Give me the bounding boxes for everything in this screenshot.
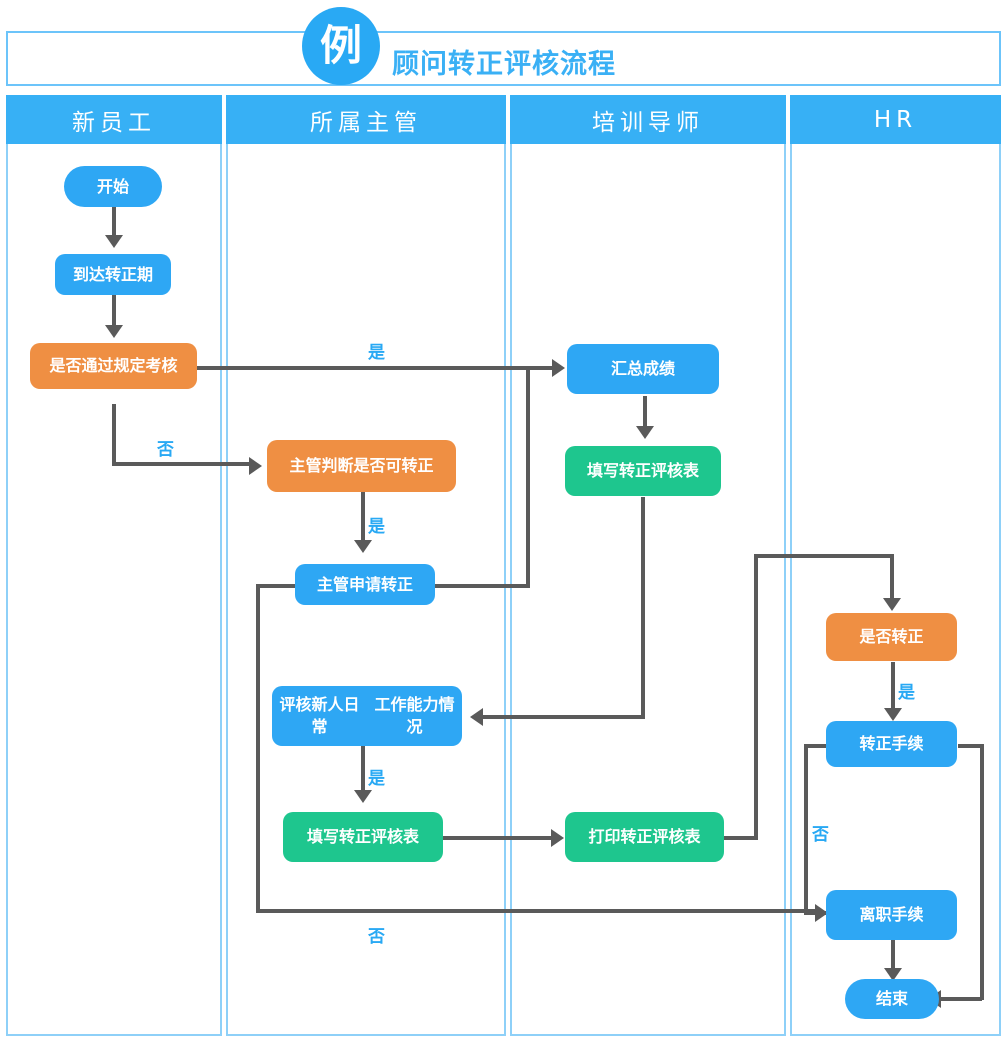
connector-proc-to-end-v	[980, 744, 984, 1000]
node-supervisor-apply[interactable]: 主管申请转正	[295, 564, 435, 605]
arrowhead-arrive-to-exam	[105, 325, 123, 338]
connector-loop-no-v	[256, 584, 260, 912]
arrowhead-hrdecide-to-proc	[884, 708, 902, 721]
arrowhead-sum-to-tutorfill	[636, 426, 654, 439]
swimlane-supervisor: 所属主管	[226, 95, 506, 1036]
arrowhead-exam-to-sum	[552, 359, 565, 377]
connector-loop-no-h-top	[256, 584, 308, 588]
edge-label-yes-mgrjudge: 是	[368, 517, 385, 537]
connector-exam-to-sum	[196, 366, 559, 370]
node-supervisor-fill-form[interactable]: 填写转正评核表	[283, 812, 443, 862]
arrowhead-eval-to-mgrfill	[354, 790, 372, 803]
edge-label-no-mgrfill-loop: 否	[368, 927, 385, 947]
connector-mgrjudge-to-apply	[361, 492, 365, 544]
arrowhead-proc-to-leave	[815, 904, 828, 922]
connector-proc-to-end-h1	[958, 744, 984, 748]
arrowhead-mgrjudge-to-apply	[354, 540, 372, 553]
node-trainer-fill-form[interactable]: 填写转正评核表	[565, 446, 721, 496]
node-summarize-score[interactable]: 汇总成绩	[567, 344, 719, 394]
connector-print-to-hr-h1	[724, 836, 758, 840]
edge-label-yes-hrdecide: 是	[898, 683, 915, 703]
arrowhead-start-to-arrive	[105, 235, 123, 248]
connector-hrdecide-to-proc	[891, 662, 895, 712]
edge-label-yes-exam: 是	[368, 343, 385, 363]
connector-eval-to-mgrfill	[361, 746, 365, 794]
arrowhead-exam-to-mgrjudge	[249, 457, 262, 475]
example-badge-icon: 例	[302, 7, 380, 85]
node-resignation-procedure[interactable]: 离职手续	[826, 890, 957, 940]
node-supervisor-judge-decision[interactable]: 主管判断是否可转正	[267, 440, 456, 492]
swimlane-hr: HR	[790, 95, 1001, 1036]
connector-tutorfill-to-eval-h	[479, 715, 645, 719]
connector-proc-to-leave-h1	[804, 744, 830, 748]
edge-label-yes-eval: 是	[368, 769, 385, 789]
connector-tutorfill-to-eval-v	[641, 497, 645, 719]
arrowhead-tutorfill-to-eval	[470, 708, 483, 726]
node-end[interactable]: 结束	[845, 979, 939, 1019]
node-start[interactable]: 开始	[64, 166, 162, 207]
node-arrive-probation-end[interactable]: 到达转正期	[55, 254, 171, 295]
lane-header-new-employee: 新员工	[6, 95, 222, 144]
connector-proc-to-leave-v	[804, 744, 808, 914]
connector-print-to-hr-h2	[754, 554, 894, 558]
node-pass-exam-decision[interactable]: 是否通过规定考核	[30, 343, 197, 389]
connector-apply-to-sum-v	[526, 366, 530, 588]
lane-header-hr: HR	[790, 95, 1001, 144]
node-evaluate-daily-ability[interactable]: 评核新人日常 工作能力情况	[272, 686, 462, 746]
lane-header-trainer: 培训导师	[510, 95, 786, 144]
title-bar	[6, 31, 1001, 86]
page-title: 顾问转正评核流程	[392, 49, 616, 80]
node-evaluate-daily-ability-line1: 评核新人日常	[279, 695, 360, 736]
swimlane-trainer: 培训导师	[510, 95, 786, 1036]
edge-label-no-exam: 否	[157, 440, 174, 460]
connector-print-to-hr-v1	[754, 554, 758, 840]
connector-exam-to-mgrjudge-h	[112, 462, 252, 466]
arrowhead-print-to-hr	[883, 598, 901, 611]
connector-sum-to-tutorfill	[643, 396, 647, 428]
node-print-form[interactable]: 打印转正评核表	[565, 812, 724, 862]
connector-leave-to-end	[891, 940, 895, 972]
connector-start-to-arrive	[112, 207, 116, 237]
lane-header-supervisor: 所属主管	[226, 95, 506, 144]
connector-proc-to-end-h2	[937, 997, 982, 1001]
arrowhead-leave-to-end	[884, 968, 902, 981]
arrowhead-mgrfill-to-print	[551, 829, 564, 847]
connector-exam-to-mgrjudge-v	[112, 404, 116, 464]
connector-loop-no-h-bottom	[256, 909, 820, 913]
node-evaluate-daily-ability-line2: 工作能力情况	[374, 695, 455, 736]
node-hr-approve-decision[interactable]: 是否转正	[826, 613, 957, 661]
connector-arrive-to-exam	[112, 295, 116, 327]
connector-print-to-hr-v2	[890, 554, 894, 602]
swimlane-new-employee: 新员工	[6, 95, 222, 1036]
node-regularization-procedure[interactable]: 转正手续	[826, 721, 957, 767]
connector-apply-to-sum-h	[434, 584, 530, 588]
edge-label-no-proc: 否	[812, 825, 829, 845]
connector-mgrfill-to-print	[435, 836, 557, 840]
